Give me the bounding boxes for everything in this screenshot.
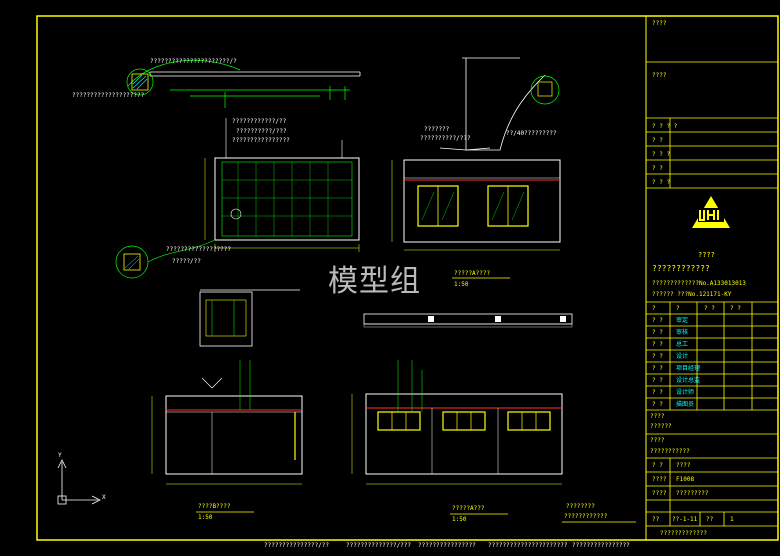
sign-role-4: ? ? [652, 353, 663, 360]
date-label: ?? [652, 516, 660, 523]
sign-header-1: ? [652, 305, 656, 312]
sign-header-4: ? ? [730, 305, 741, 312]
watermark: 模型组 [328, 264, 421, 299]
bottom-note-2: ??????????????/??? [346, 542, 412, 549]
elevation-left [151, 360, 303, 485]
plan-a-scale: 1:50 [454, 281, 469, 288]
scale-label: ???? [652, 490, 667, 497]
elevation-a-scale: 1:50 [452, 516, 467, 523]
certificate-2: ?????? ???No.121171-KY [652, 291, 732, 298]
stage-label: ? ? [652, 462, 663, 469]
tb-field-1: ???? [652, 20, 667, 27]
project-value: ?????? [650, 423, 672, 430]
elevation-left-title: ????B???? [198, 503, 231, 510]
sign-name-8: 描图员 [676, 401, 695, 408]
company-name: ???????????? [652, 264, 710, 273]
project-label: ???? [650, 413, 665, 420]
tb-row-2: ? ? [652, 137, 663, 144]
ucs-icon [57, 459, 101, 505]
top-note-3: ????????????/?? [232, 118, 287, 125]
bottom-note-4: ?????????????????????? [488, 542, 568, 549]
sign-header-3: ? ? [704, 305, 715, 312]
plan-a-title: ?????A???? [454, 270, 491, 277]
title-underlines [196, 277, 636, 523]
tb-field-2: ???? [652, 72, 667, 79]
plan-a [204, 118, 360, 252]
detail-subtitle: ???????????? [564, 513, 608, 520]
elevation-b [391, 57, 561, 251]
date-value: ??-1-11 [672, 516, 698, 523]
sign-role-1: ? ? [652, 317, 663, 324]
ceiling-detail-lines [126, 60, 350, 108]
page-label: ?? [706, 516, 714, 523]
number-label: ???? [652, 476, 667, 483]
sign-name-6: 设计总监 [676, 377, 701, 384]
number-value: F1008 [676, 476, 695, 483]
top-note-1: ??????????????????????/? [150, 58, 237, 65]
sign-role-3: ? ? [652, 341, 663, 348]
detail-callout-left [115, 239, 216, 279]
section-note-2: ?????????????????? [166, 246, 232, 253]
certificate-1: ?????????????No.A133013013 [652, 280, 746, 287]
right-note-2: ??????????/??? [420, 135, 471, 142]
sign-role-2: ? ? [652, 329, 663, 336]
sheet-border [36, 15, 779, 541]
sign-name-5: 项目经理 [676, 365, 701, 372]
tb-row-1: ? ? ? ? [652, 123, 678, 130]
section-note-3: ?????/?? [172, 258, 201, 265]
stage-value: ???? [676, 462, 691, 469]
title-block-note: ????????????? [660, 530, 707, 537]
sign-role-8: ? ? [652, 401, 663, 408]
title-block-grid [646, 61, 778, 527]
top-note-2: ???????????????????? [72, 92, 145, 99]
tb-row-3: ? ? ? [652, 151, 671, 158]
sign-name-3: 总工 [676, 341, 689, 348]
section-note-1: ???????????????? [232, 137, 290, 144]
elevation-a [351, 360, 563, 485]
detail-title: ???????? [566, 503, 595, 510]
bottom-note-1: ???????????????/?? [264, 542, 330, 549]
sign-name-1: 审定 [676, 317, 689, 324]
drawing-label: ???? [650, 437, 665, 444]
right-note-3: ??/40????????? [506, 130, 557, 137]
sign-name-4: 设计 [676, 353, 689, 360]
detail-callout-box [131, 73, 149, 91]
company-logo [692, 196, 730, 228]
sign-header-2: ? [676, 305, 680, 312]
bottom-note-3: ???????????????? [418, 542, 476, 549]
drawing-value: ??????????? [650, 448, 690, 455]
ceiling-plan [149, 71, 361, 77]
scale-value: ????????? [676, 490, 709, 497]
section-strip [363, 313, 573, 328]
ucs-x-label: X [102, 494, 106, 501]
tb-row-5: ? ? ? [652, 179, 671, 186]
sign-role-6: ? ? [652, 377, 663, 384]
detail-hatch [132, 74, 148, 90]
right-note-1: ??????? [424, 126, 450, 133]
section-detail [199, 289, 300, 347]
side-note: ??????????/??? [236, 128, 287, 135]
sign-role-5: ? ? [652, 365, 663, 372]
sign-name-2: 审核 [676, 329, 689, 336]
sign-role-7: ? ? [652, 389, 663, 396]
company-short: ???? [698, 251, 715, 259]
elevation-left-scale: 1:50 [198, 514, 213, 521]
tb-row-4: ? ? [652, 165, 663, 172]
bottom-note-5: ???????????????? [572, 542, 630, 549]
ucs-y-label: Y [58, 452, 62, 459]
page-value: 1 [730, 516, 734, 523]
sign-name-7: 设计师 [676, 389, 695, 396]
elevation-a-title: ?????A??? [452, 505, 485, 512]
